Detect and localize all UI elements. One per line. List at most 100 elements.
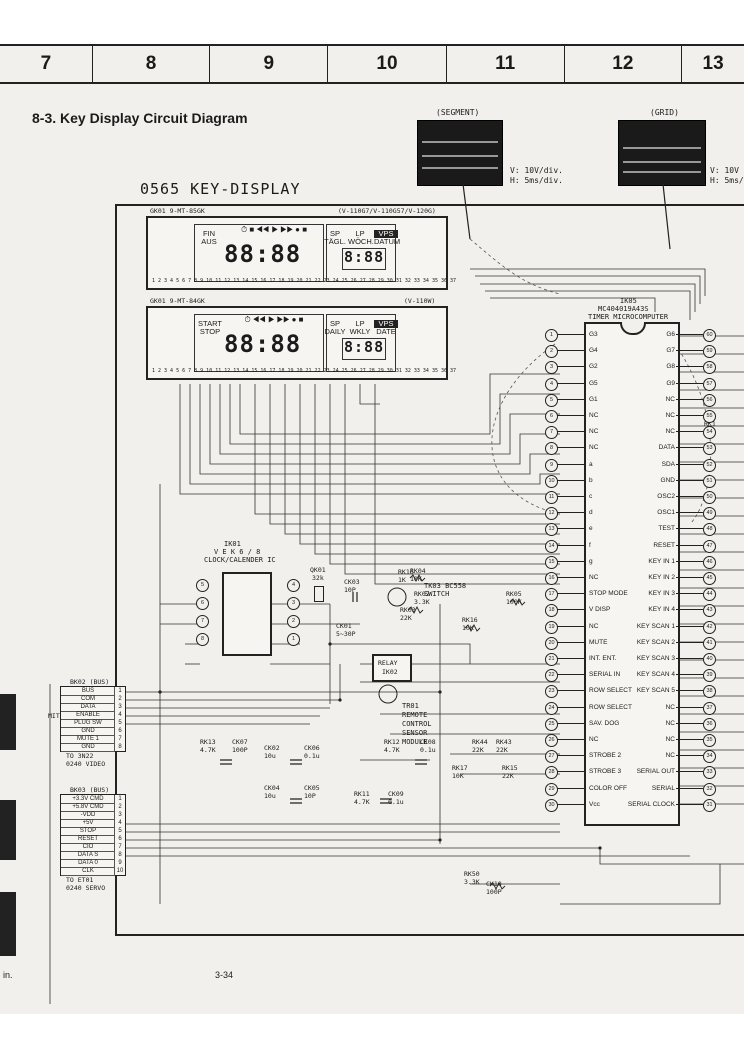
bk03-pin-label: DATA S (61, 851, 115, 860)
mcu-pin-lead (557, 593, 584, 595)
bk03-header: BK03 (BUS) (70, 786, 110, 794)
bk03-pin-label: +5V (61, 819, 115, 828)
mcu-pin-number: 9 (545, 458, 558, 472)
mcu-pin-label: KEY SCAN 2 (636, 638, 675, 646)
bk02-pin-number: 5 (114, 719, 125, 727)
mcu-pin-label: KEY IN 1 (648, 557, 675, 565)
mcu-pin-lead (676, 755, 703, 757)
vfd-top-models: (V-110G7/V-110G57/V-120G) (338, 207, 436, 215)
mcu-pin-number: 4 (545, 377, 558, 391)
bk03-pin-number: 2 (114, 803, 125, 811)
mcu-pin-lead (557, 447, 584, 449)
mcu-pin-number: 16 (545, 572, 558, 585)
mcu-pin-number: 37 (703, 701, 716, 715)
mcu-pin-lead (557, 787, 584, 789)
bk03-pin-number: 5 (114, 827, 125, 835)
bk02-pin-number: 4 (114, 711, 125, 719)
mcu-pin-label: G2 (589, 363, 598, 371)
relay: RELAY IK02 (372, 654, 412, 682)
schematic-sheet: 7 8 9 10 11 12 13 8-3. Key Display Circu… (0, 44, 744, 1014)
mcu-pin-label: g (589, 557, 593, 565)
mcu-pin-number: 6 (545, 410, 558, 423)
mcu-pin-number: 28 (545, 766, 558, 780)
bk03-pin-label: CLK (61, 867, 115, 876)
component-label: RK1 (704, 420, 716, 428)
bk02-pin-label: MUTE 1 (61, 735, 115, 744)
mcu-pin-lead (676, 560, 703, 562)
mcu-pin-lead (557, 690, 584, 692)
mcu-pin-number: 47 (703, 539, 716, 553)
mcu-pin-lead (557, 803, 584, 805)
mcu-pin-label: OSC1 (657, 509, 675, 517)
mcu-pin-label: GND (660, 476, 675, 484)
waveform-segment-image (417, 120, 503, 186)
mcu-pin-label: e (589, 525, 593, 533)
waveform-segment-meta: V: 10V/div.H: 5ms/div. (510, 166, 563, 185)
vfd-top-big-digits: 88:88 (224, 240, 302, 268)
mcu-pin-number: 60 (703, 329, 716, 342)
mcu-pin-label: G1 (589, 395, 598, 403)
clock-ic-name: CLOCK/CALENDER IC (204, 556, 276, 564)
mcu-pin-label: NC (589, 736, 599, 743)
mcu-pin-lead (557, 496, 584, 497)
bk03-pin-label: CIO (61, 843, 115, 852)
binder-tab-2 (0, 800, 16, 860)
mcu-pin-label: INT. ENT. (589, 655, 617, 662)
mcu-pin-label: SERIAL OUT (636, 768, 675, 776)
bk02-pin-label: GND (61, 727, 115, 736)
mcu-pin-lead (676, 463, 703, 465)
mcu-pin-lead (676, 706, 703, 708)
mcu-pin-lead (676, 674, 703, 676)
mcu-pin-lead (557, 577, 584, 578)
column-7: 7 (0, 46, 93, 82)
mcu-pin-number: 59 (703, 345, 716, 359)
mcu-pin-number: 35 (703, 734, 716, 747)
mcu-pin-number: 49 (703, 507, 716, 521)
mcu-pin-number: 17 (545, 588, 558, 602)
crystal-ref: QK01 (310, 566, 326, 574)
corner-text: in. (3, 970, 13, 980)
mcu-pin-lead (557, 463, 584, 465)
mcu-pin-number: 56 (703, 393, 716, 407)
clock-ic-pin: 7 (196, 615, 209, 628)
mcu-pin-number: 34 (703, 750, 716, 764)
mcu-pin-lead (676, 382, 703, 384)
column-9: 9 (210, 46, 329, 82)
mcu-pin-number: 12 (545, 507, 558, 521)
mcu-pin-number: 40 (703, 653, 716, 666)
mcu-pin-number: 43 (703, 604, 716, 618)
mcu-pin-number: 13 (545, 523, 558, 537)
mcu-pin-label: NC (665, 719, 675, 727)
mcu-pin-lead (676, 350, 703, 352)
mcu-pin-label: NC (665, 395, 675, 403)
mcu-pin-label: NC (589, 412, 599, 419)
mcu-pin-lead (557, 722, 584, 724)
mcu-pin-lead (676, 625, 703, 627)
mcu-pin-number: 15 (545, 555, 558, 569)
bk02-pin-label: BUS (61, 687, 115, 696)
mcu-pin-number: 29 (545, 782, 558, 796)
mcu-pin-label: KEY SCAN 3 (636, 655, 675, 662)
bk03-pin-number: 4 (114, 819, 125, 827)
bk03-pin-label: STOP (61, 827, 115, 836)
clock-ic-pin: 8 (196, 633, 209, 646)
waveform-segment-label: (SEGMENT) (436, 108, 480, 117)
mcu-pin-lead (676, 366, 703, 368)
mcu-pin-label: G6 (666, 331, 675, 338)
mcu-pin-number: 45 (703, 572, 716, 585)
